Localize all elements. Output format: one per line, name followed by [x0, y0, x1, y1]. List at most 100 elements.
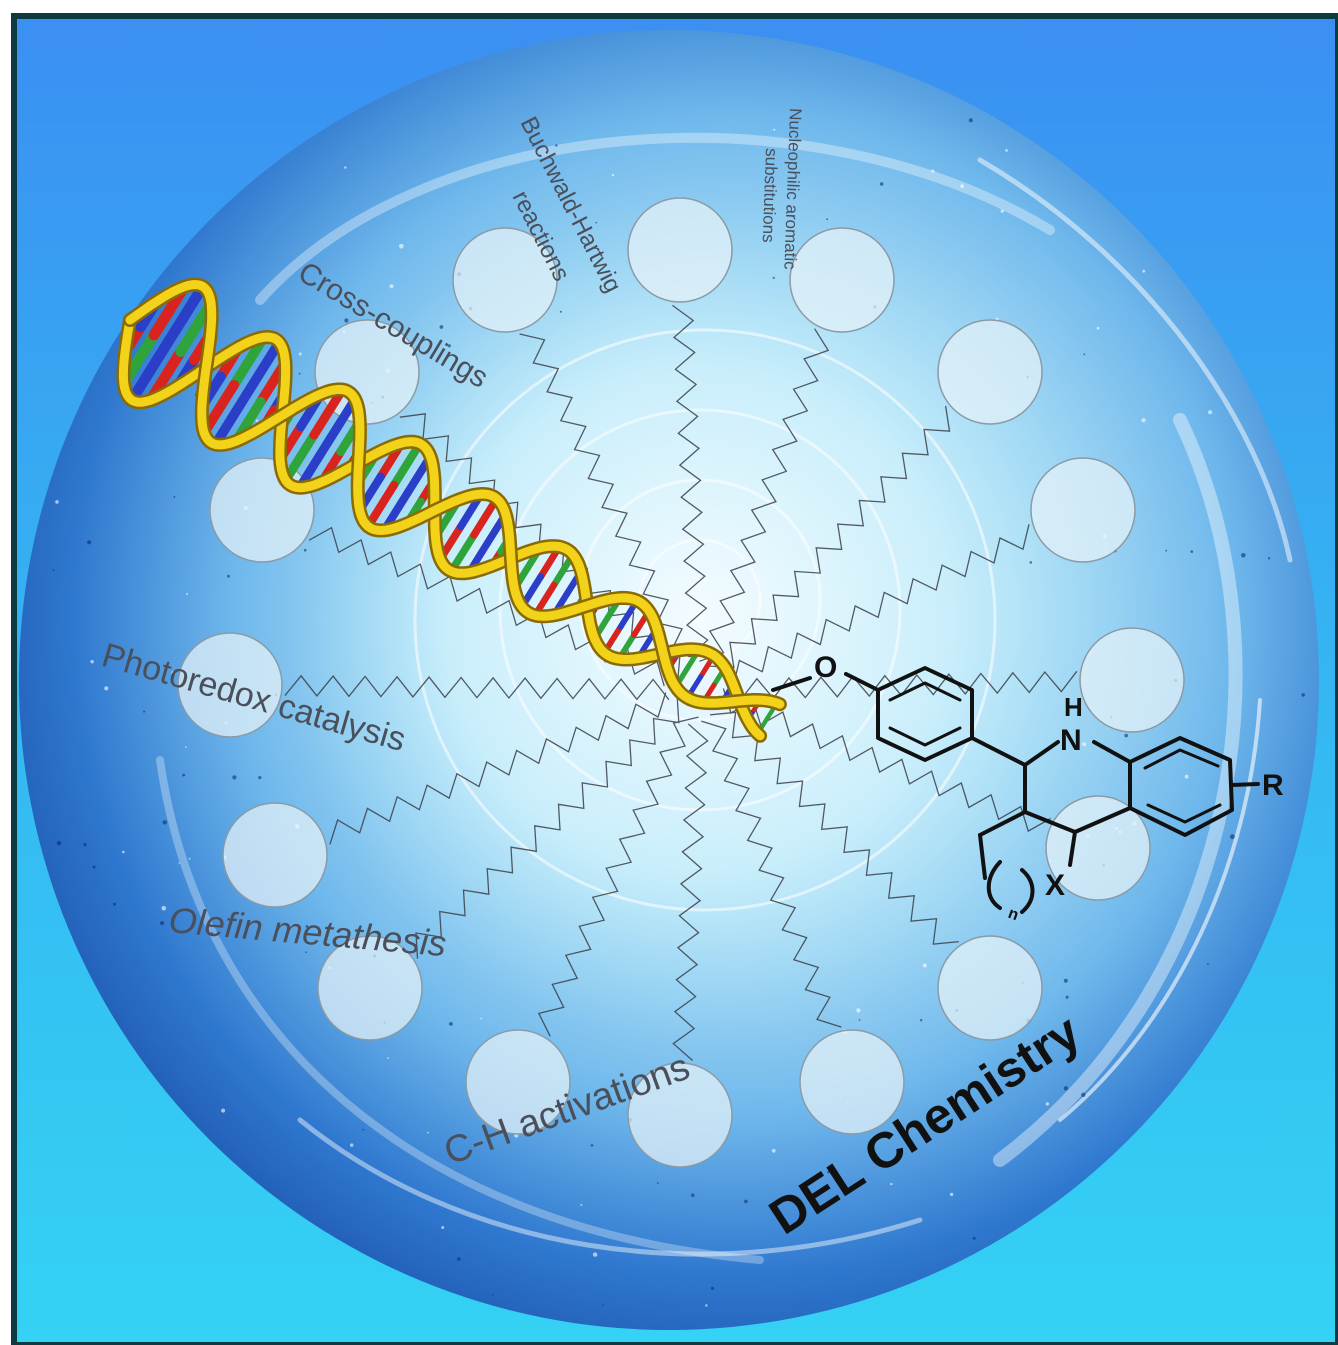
sparkle-dot: [186, 592, 188, 595]
atom-oxygen: O: [814, 651, 837, 684]
sparkle-dot: [922, 963, 927, 968]
sparkle-dot: [1207, 963, 1209, 965]
building-block-circle: [209, 457, 315, 563]
dna-base-pair: [210, 388, 253, 450]
sparkle-dot: [920, 1019, 923, 1022]
sparkle-dot: [1301, 693, 1305, 697]
sparkle-dot: [611, 173, 615, 177]
sparkle-dot: [592, 1252, 598, 1257]
sparkle-dot: [890, 1182, 893, 1186]
sparkle-dot: [362, 1128, 364, 1131]
sparkle-dot: [447, 344, 451, 348]
linker-chain: [415, 697, 680, 959]
sparkle-dot: [305, 951, 307, 953]
building-block-circle: [799, 1029, 905, 1135]
linker-chain: [329, 692, 667, 845]
sparkle-dot: [1029, 561, 1033, 564]
sparkle-dot: [1267, 557, 1271, 560]
sparkle-dot: [344, 166, 347, 169]
linker-chain: [710, 711, 959, 945]
linker-chain: [672, 723, 709, 1061]
sparkle-dot: [773, 128, 776, 131]
building-block-circle: [317, 935, 423, 1041]
sparkle-dot: [1165, 549, 1168, 552]
sparkle-dot: [744, 1199, 748, 1204]
sparkle-dot: [1065, 995, 1069, 999]
sparkle-dot: [178, 862, 180, 864]
sparkle-dot: [387, 1057, 389, 1059]
dna-base-pair: [242, 337, 285, 399]
linker-chain: [519, 333, 696, 659]
linker-chain: [672, 304, 709, 658]
sparkle-dot: [457, 1257, 461, 1261]
sparkle-dot: [1063, 1086, 1069, 1091]
sparkle-dot: [209, 932, 214, 937]
dna-helix: [116, 277, 787, 743]
sparkle-dot: [255, 419, 259, 423]
building-block-circle: [937, 935, 1043, 1041]
sparkle-dot: [1082, 742, 1087, 747]
sparkle-dot: [1241, 553, 1246, 558]
sparkle-dot: [441, 1226, 445, 1229]
sparkle-dot: [122, 850, 125, 854]
sparkle-dot: [350, 1143, 354, 1147]
sparkle-dot: [771, 1148, 776, 1153]
sparkle-dot: [90, 660, 94, 664]
linker-chain: [284, 674, 670, 701]
building-block-circle: [789, 227, 895, 333]
sparkle-dot: [143, 710, 146, 713]
sparkle-dot: [298, 352, 302, 356]
sparkle-dot: [656, 1182, 659, 1184]
sparkle-dot: [1229, 834, 1235, 840]
building-block-circle: [222, 802, 328, 908]
sparkle-dot: [710, 1286, 715, 1290]
building-block-circle: [452, 227, 558, 333]
dna-base-pair: [281, 430, 319, 485]
dna-base-pair: [162, 281, 209, 349]
building-block-circle: [627, 197, 733, 303]
sparkle-dot: [87, 540, 92, 545]
sparkle-dot: [305, 925, 309, 928]
sparkle-dot: [559, 310, 562, 313]
sparkle-dot: [227, 574, 230, 578]
dna-base-pair: [389, 439, 425, 490]
sparkle-dot: [161, 905, 167, 911]
linker-chain: [699, 328, 830, 662]
dna-base-pair: [126, 337, 173, 406]
sparkle-dot: [1096, 326, 1100, 330]
linker-chain: [708, 405, 951, 669]
sparkle-dot: [55, 500, 59, 504]
sparkle-dot: [826, 218, 829, 221]
building-block-circle: [465, 1029, 571, 1135]
linker-chain: [701, 720, 842, 1028]
sparkle-dot: [173, 495, 176, 498]
sparkle-dot: [1063, 978, 1068, 983]
sparkle-dot: [691, 1193, 695, 1197]
building-block-circle: [177, 632, 283, 738]
sparkle-dot: [185, 746, 187, 748]
building-block-circles: [177, 197, 1185, 1168]
linker-chain: [732, 524, 1030, 686]
sparkle-dot: [439, 325, 444, 329]
atom-amine-h: H: [1064, 692, 1083, 722]
sparkle-dot: [827, 1170, 830, 1174]
linker-chain: [308, 526, 665, 687]
sparkle-dot: [162, 820, 167, 825]
sparkle-dot: [856, 1008, 861, 1013]
sparkle-dot: [580, 1203, 583, 1206]
sparkle-dot: [1208, 410, 1213, 415]
building-block-circle: [937, 319, 1043, 425]
sparkle-dot: [705, 1304, 708, 1307]
sparkle-dot: [590, 1144, 594, 1147]
linker-chain: [537, 716, 699, 1037]
sparkle-dot: [452, 364, 454, 366]
linker-chain: [722, 688, 1051, 833]
sparkle-dot: [1000, 209, 1004, 213]
sparkle-dot: [104, 686, 109, 691]
sparkle-dot: [1124, 733, 1128, 738]
sparkle-dot: [1142, 269, 1146, 273]
dna-base-pair: [363, 480, 399, 531]
sparkle-dot: [491, 1294, 494, 1296]
building-block-circle: [1079, 627, 1185, 733]
sparkle-dot: [344, 318, 349, 323]
